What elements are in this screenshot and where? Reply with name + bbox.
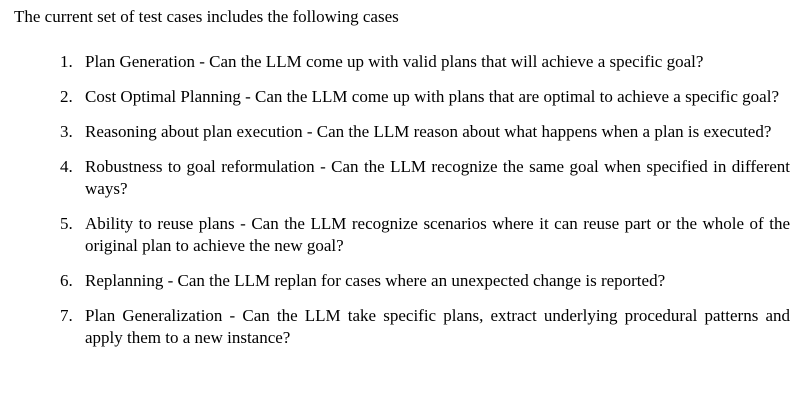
list-item-text: Cost Optimal Planning - Can the LLM come… [85,87,779,106]
list-item-text: Plan Generalization - Can the LLM take s… [85,306,790,347]
intro-text: The current set of test cases includes t… [14,7,399,26]
list-item: 1. Plan Generation - Can the LLM come up… [60,51,790,73]
list-item-number: 5. [60,214,73,233]
list-item-number: 3. [60,122,73,141]
list-item: 2. Cost Optimal Planning - Can the LLM c… [60,86,790,108]
list-item: 4. Robustness to goal reformulation - Ca… [60,156,790,200]
list-item-text: Ability to reuse plans - Can the LLM rec… [85,214,790,255]
test-cases-list: 1. Plan Generation - Can the LLM come up… [14,51,790,349]
list-item: 3. Reasoning about plan execution - Can … [60,121,790,143]
list-item-text: Reasoning about plan execution - Can the… [85,122,772,141]
list-item: 6. Replanning - Can the LLM replan for c… [60,270,790,292]
list-item-number: 1. [60,52,73,71]
list-item-number: 2. [60,87,73,106]
list-item-text: Plan Generation - Can the LLM come up wi… [85,52,704,71]
list-item-text: Replanning - Can the LLM replan for case… [85,271,666,290]
list-item: 7. Plan Generalization - Can the LLM tak… [60,305,790,349]
list-item-number: 4. [60,157,73,176]
list-item-number: 6. [60,271,73,290]
list-item: 5. Ability to reuse plans - Can the LLM … [60,213,790,257]
list-item-number: 7. [60,306,73,325]
list-item-text: Robustness to goal reformulation - Can t… [85,157,790,198]
